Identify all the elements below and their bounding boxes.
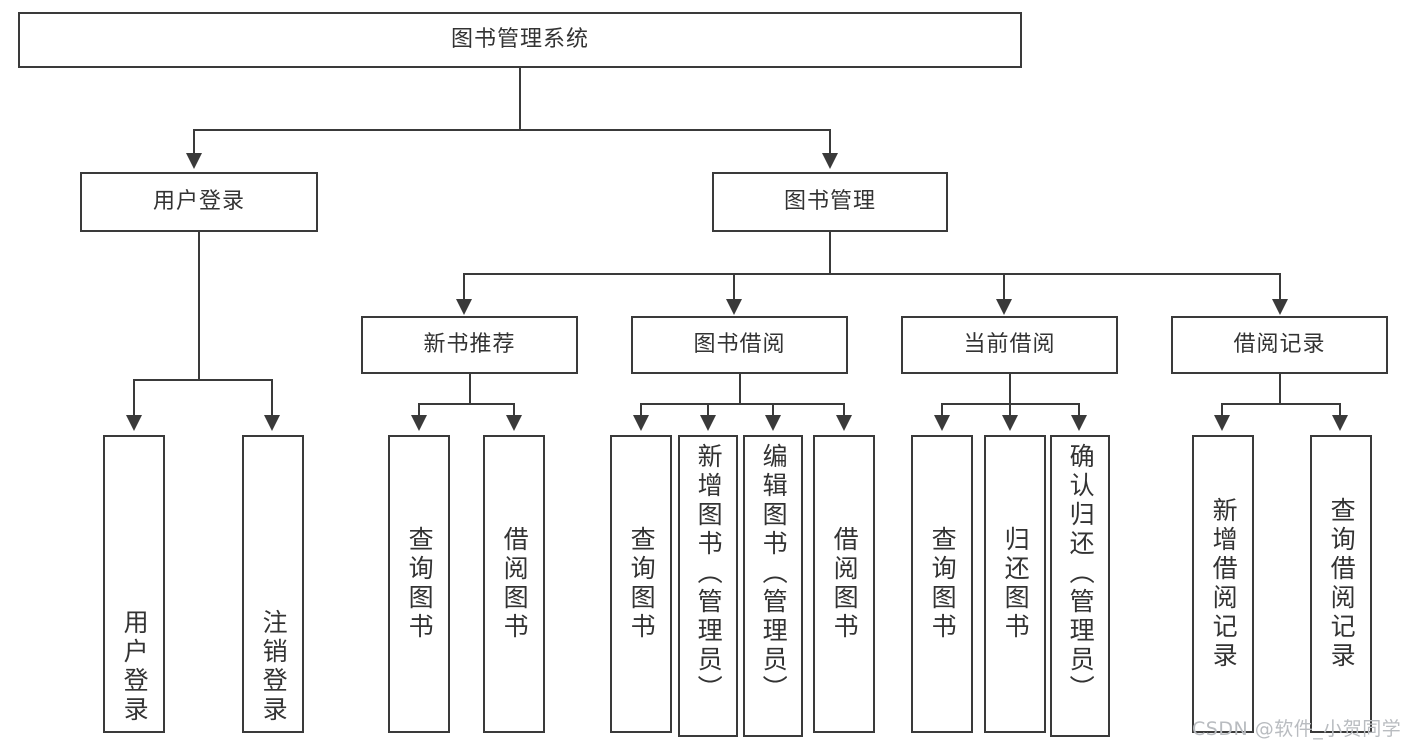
connector-borrow-record-stem xyxy=(1279,374,1281,404)
arrow-to-leaf-add-book xyxy=(700,415,716,431)
leaf-borrow-book-borrow[interactable]: 借阅图书 xyxy=(813,435,875,733)
connector-bb-to-leaf-3 xyxy=(772,403,774,417)
node-new-book-recommend[interactable]: 新书推荐 xyxy=(361,316,578,374)
connector-bm-to-book-borrow xyxy=(733,273,735,301)
connector-new-book-to-leaf-1 xyxy=(418,403,420,417)
connector-bb-to-leaf-1 xyxy=(640,403,642,417)
arrow-to-current-borrow xyxy=(996,299,1012,315)
leaf-query-book-borrow[interactable]: 查询图书 xyxy=(610,435,672,733)
connector-user-login-bus xyxy=(133,379,272,381)
connector-current-borrow-stem xyxy=(1009,374,1011,404)
node-book-management[interactable]: 图书管理 xyxy=(712,172,948,232)
connector-bm-to-new-book xyxy=(463,273,465,301)
arrow-to-leaf-user-login xyxy=(126,415,142,431)
leaf-return-book[interactable]: 归还图书 xyxy=(984,435,1046,733)
connector-user-login-to-leaf-2 xyxy=(271,379,273,417)
leaf-user-login[interactable]: 用户登录 xyxy=(103,435,165,733)
leaf-query-borrow-record[interactable]: 查询借阅记录 xyxy=(1310,435,1372,733)
arrow-to-new-book-recommend xyxy=(456,299,472,315)
connector-bm-to-current-borrow xyxy=(1003,273,1005,301)
node-user-login[interactable]: 用户登录 xyxy=(80,172,318,232)
connector-book-borrow-bus xyxy=(640,403,844,405)
connector-bb-to-leaf-4 xyxy=(843,403,845,417)
connector-root-to-book-management xyxy=(829,129,831,155)
arrow-to-leaf-borrow-book-nb xyxy=(506,415,522,431)
connector-root-bus xyxy=(193,129,831,131)
arrow-to-leaf-return-book xyxy=(1002,415,1018,431)
connector-new-book-to-leaf-2 xyxy=(513,403,515,417)
connector-borrow-record-bus xyxy=(1221,403,1340,405)
leaf-edit-book-admin[interactable]: 编辑图书（管理员） xyxy=(743,435,803,737)
connector-cb-to-leaf-1 xyxy=(941,403,943,417)
arrow-to-user-login xyxy=(186,153,202,169)
connector-new-book-stem xyxy=(469,374,471,404)
connector-bm-to-borrow-record xyxy=(1279,273,1281,301)
arrow-to-book-management xyxy=(822,153,838,169)
connector-book-management-bus xyxy=(463,273,1280,275)
arrow-to-book-borrow xyxy=(726,299,742,315)
arrow-to-borrow-record xyxy=(1272,299,1288,315)
leaf-query-book-recommend[interactable]: 查询图书 xyxy=(388,435,450,733)
connector-user-login-to-leaf-1 xyxy=(133,379,135,417)
leaf-add-book-admin[interactable]: 新增图书（管理员） xyxy=(678,435,738,737)
node-book-borrow[interactable]: 图书借阅 xyxy=(631,316,848,374)
leaf-borrow-book-recommend[interactable]: 借阅图书 xyxy=(483,435,545,733)
arrow-to-leaf-borrow-book-bb xyxy=(836,415,852,431)
connector-book-borrow-stem xyxy=(739,374,741,404)
arrow-to-leaf-add-borrow-record xyxy=(1214,415,1230,431)
node-root-book-management-system[interactable]: 图书管理系统 xyxy=(18,12,1022,68)
node-borrow-record[interactable]: 借阅记录 xyxy=(1171,316,1388,374)
arrow-to-leaf-logout xyxy=(264,415,280,431)
arrow-to-leaf-query-book-nb xyxy=(411,415,427,431)
connector-cb-to-leaf-2 xyxy=(1009,403,1011,417)
connector-root-stem xyxy=(519,68,521,130)
connector-br-to-leaf-1 xyxy=(1221,403,1223,417)
arrow-to-leaf-confirm-return xyxy=(1071,415,1087,431)
arrow-to-leaf-query-book-cb xyxy=(934,415,950,431)
arrow-to-leaf-query-book-bb xyxy=(633,415,649,431)
connector-user-login-stem xyxy=(198,232,200,380)
connector-br-to-leaf-2 xyxy=(1339,403,1341,417)
node-current-borrow[interactable]: 当前借阅 xyxy=(901,316,1118,374)
leaf-confirm-return-admin[interactable]: 确认归还（管理员） xyxy=(1050,435,1110,737)
leaf-add-borrow-record[interactable]: 新增借阅记录 xyxy=(1192,435,1254,733)
connector-new-book-bus xyxy=(418,403,513,405)
connector-book-management-stem xyxy=(829,232,831,274)
connector-bb-to-leaf-2 xyxy=(707,403,709,417)
arrow-to-leaf-edit-book xyxy=(765,415,781,431)
connector-root-to-user-login xyxy=(193,129,195,155)
leaf-logout[interactable]: 注销登录 xyxy=(242,435,304,733)
leaf-query-book-current[interactable]: 查询图书 xyxy=(911,435,973,733)
arrow-to-leaf-query-borrow-record xyxy=(1332,415,1348,431)
connector-cb-to-leaf-3 xyxy=(1078,403,1080,417)
